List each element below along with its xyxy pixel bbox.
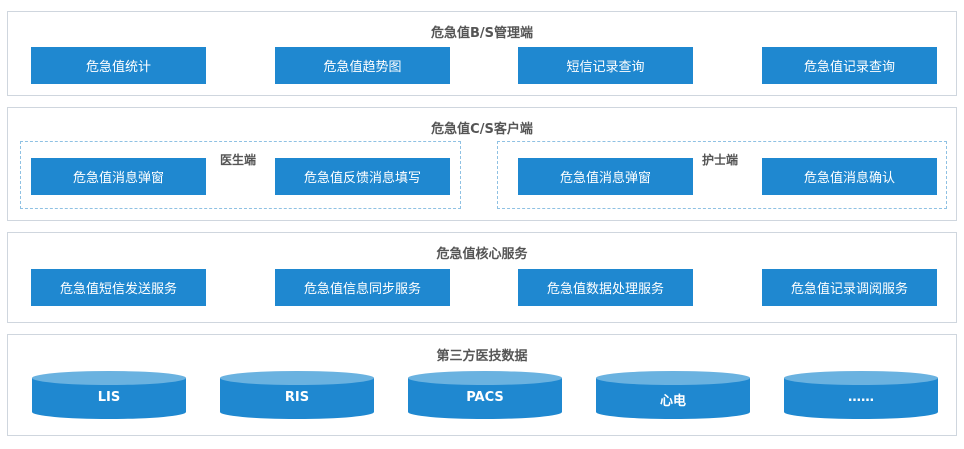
core-item-sms: 危急值短信发送服务 bbox=[31, 269, 206, 306]
third-layer-panel: 第三方医技数据 LIS RIS PACS 心电 …… bbox=[7, 334, 957, 436]
third-layer-title: 第三方医技数据 bbox=[436, 349, 528, 364]
db-ecg: 心电 bbox=[596, 371, 750, 419]
core-layer-title: 危急值核心服务 bbox=[436, 247, 528, 262]
db-pacs: PACS bbox=[408, 371, 562, 419]
database-icon bbox=[32, 371, 186, 419]
doctor-group bbox=[20, 141, 461, 209]
cs-layer-panel: 危急值C/S客户端 医生端 危急值消息弹窗 危急值反馈消息填写 护士端 危急值消… bbox=[7, 107, 957, 221]
cs-layer-title: 危急值C/S客户端 bbox=[431, 122, 533, 137]
core-item-sync: 危急值信息同步服务 bbox=[275, 269, 450, 306]
doctor-item-popup: 危急值消息弹窗 bbox=[31, 158, 206, 195]
db-more: …… bbox=[784, 371, 938, 419]
core-item-processing: 危急值数据处理服务 bbox=[518, 269, 693, 306]
bs-item-trend: 危急值趋势图 bbox=[275, 47, 450, 84]
db-lis-label: LIS bbox=[97, 390, 121, 405]
bs-layer-panel: 危急值B/S管理端 危急值统计 危急值趋势图 短信记录查询 危急值记录查询 bbox=[7, 11, 957, 96]
db-ris: RIS bbox=[220, 371, 374, 419]
doctor-item-feedback: 危急值反馈消息填写 bbox=[275, 158, 450, 195]
nurse-group-label: 护士端 bbox=[702, 153, 739, 167]
db-pacs-label: PACS bbox=[466, 390, 504, 405]
doctor-group-label: 医生端 bbox=[220, 153, 257, 167]
bs-layer-title: 危急值B/S管理端 bbox=[430, 26, 534, 41]
nurse-group bbox=[497, 141, 947, 209]
nurse-item-popup: 危急值消息弹窗 bbox=[518, 158, 693, 195]
bs-item-sms-query: 短信记录查询 bbox=[518, 47, 693, 84]
database-icon bbox=[784, 371, 938, 419]
db-ecg-label: 心电 bbox=[659, 394, 686, 409]
bs-item-record-query: 危急值记录查询 bbox=[762, 47, 937, 84]
core-layer-panel: 危急值核心服务 危急值短信发送服务 危急值信息同步服务 危急值数据处理服务 危急… bbox=[7, 232, 957, 323]
database-icon bbox=[596, 371, 750, 419]
db-lis: LIS bbox=[32, 371, 186, 419]
bs-item-stats: 危急值统计 bbox=[31, 47, 206, 84]
database-icon bbox=[220, 371, 374, 419]
database-icon bbox=[408, 371, 562, 419]
nurse-item-confirm: 危急值消息确认 bbox=[762, 158, 937, 195]
db-more-label: …… bbox=[848, 390, 874, 405]
db-ris-label: RIS bbox=[284, 390, 310, 405]
core-item-review: 危急值记录调阅服务 bbox=[762, 269, 937, 306]
